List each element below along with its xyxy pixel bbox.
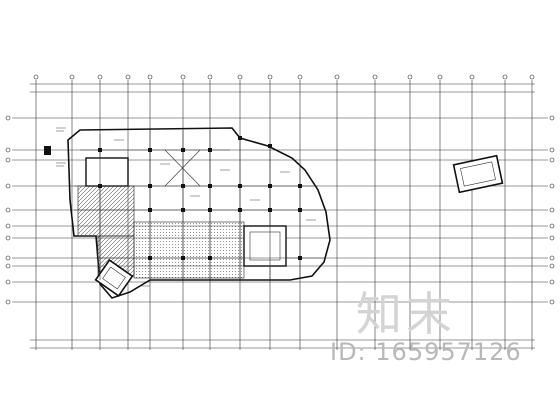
core-box-right-inner: [249, 231, 281, 261]
watermark-brand: 知末: [356, 287, 456, 341]
core-box-right: [243, 225, 287, 267]
annotation-marks: [56, 127, 316, 287]
detached-structure: [452, 154, 504, 194]
watermark-id: ID: 165957126: [330, 338, 522, 366]
grid-bubbles-sides: [5, 115, 555, 305]
dimension-lines-top: [30, 83, 535, 93]
rotated-stair-core: [94, 259, 134, 297]
building-outline: [67, 127, 331, 299]
dimension-lines-bottom: [30, 339, 535, 349]
core-box-top-left: [85, 157, 129, 187]
hatched-area-left: [77, 185, 135, 237]
hatched-area-center: [133, 221, 245, 279]
columns: [44, 136, 302, 260]
grid-bubbles-top: [33, 74, 535, 80]
